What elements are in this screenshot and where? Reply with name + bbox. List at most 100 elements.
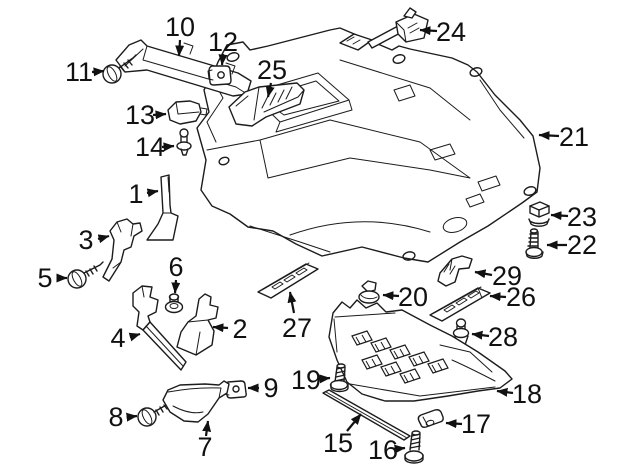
- callout-12[interactable]: 12: [208, 27, 238, 66]
- callout-4[interactable]: 4: [110, 323, 141, 353]
- callout-number-29[interactable]: 29: [492, 261, 522, 291]
- callout-number-20[interactable]: 20: [398, 282, 428, 312]
- part-16-bolt: [404, 430, 424, 464]
- part-1-bracket: [146, 174, 179, 241]
- callout-number-8[interactable]: 8: [108, 402, 123, 432]
- callout-number-7[interactable]: 7: [197, 432, 212, 462]
- part-5-screw: [67, 261, 104, 289]
- callout-arrow-17: [445, 419, 463, 429]
- callout-8[interactable]: 8: [108, 402, 138, 432]
- callout-arrow-2: [212, 323, 229, 333]
- part-7-deflector: [162, 380, 230, 423]
- part-23-nut: [528, 201, 550, 227]
- callout-number-19[interactable]: 19: [291, 365, 321, 395]
- callout-arrow-11: [91, 67, 105, 77]
- callout-arrow-13: [152, 110, 167, 120]
- callout-number-1[interactable]: 1: [128, 179, 143, 209]
- callout-arrow-27: [287, 291, 297, 314]
- callout-number-6[interactable]: 6: [168, 252, 183, 282]
- callout-arrow-14: [161, 142, 175, 152]
- callout-number-21[interactable]: 21: [559, 122, 589, 152]
- callout-5[interactable]: 5: [37, 263, 68, 293]
- part-8-screw: [137, 400, 172, 427]
- part-6-grommet: [164, 293, 184, 314]
- callout-arrow-10: [175, 39, 185, 57]
- callout-3[interactable]: 3: [78, 225, 110, 255]
- part-3-bracket: [102, 218, 143, 282]
- callout-arrow-8: [126, 412, 138, 422]
- callout-6[interactable]: 6: [168, 252, 184, 294]
- callout-25[interactable]: 25: [257, 55, 287, 98]
- callout-27[interactable]: 27: [282, 291, 312, 343]
- callout-arrow-26: [489, 292, 507, 302]
- callout-number-9[interactable]: 9: [263, 373, 278, 403]
- callout-number-11[interactable]: 11: [65, 57, 93, 87]
- callout-17[interactable]: 17: [445, 409, 491, 439]
- callout-arrow-7: [202, 420, 212, 437]
- part-11-screw: [102, 54, 137, 84]
- callout-number-14[interactable]: 14: [135, 132, 165, 162]
- callout-2[interactable]: 2: [212, 314, 248, 344]
- callout-1[interactable]: 1: [128, 179, 159, 209]
- part-29-bracket: [437, 255, 473, 287]
- callout-9[interactable]: 9: [247, 373, 279, 403]
- part-20-clip-nut: [358, 280, 380, 304]
- callout-11[interactable]: 11: [65, 57, 105, 87]
- callout-number-28[interactable]: 28: [488, 322, 518, 352]
- callout-number-12[interactable]: 12: [208, 27, 238, 57]
- part-21-main-shield: [196, 27, 541, 263]
- part-15-strip: [322, 389, 411, 441]
- callout-number-10[interactable]: 10: [165, 12, 195, 42]
- callout-number-26[interactable]: 26: [506, 282, 536, 312]
- callout-number-27[interactable]: 27: [282, 313, 312, 343]
- callout-number-22[interactable]: 22: [567, 230, 597, 260]
- callout-18[interactable]: 18: [496, 379, 542, 409]
- callout-20[interactable]: 20: [382, 282, 428, 312]
- callout-14[interactable]: 14: [135, 132, 175, 162]
- callout-19[interactable]: 19: [291, 365, 331, 395]
- callout-22[interactable]: 22: [546, 230, 597, 260]
- callout-arrow-12: [218, 53, 228, 66]
- callout-23[interactable]: 23: [550, 202, 597, 232]
- part-14-push-pin: [176, 128, 192, 156]
- callout-number-18[interactable]: 18: [512, 379, 542, 409]
- callout-number-15[interactable]: 15: [323, 428, 353, 458]
- part-18-lower-shield: [328, 299, 513, 402]
- callout-13[interactable]: 13: [125, 100, 167, 130]
- callout-number-3[interactable]: 3: [78, 225, 93, 255]
- callout-number-2[interactable]: 2: [232, 314, 247, 344]
- part-24-bracket: [339, 7, 429, 51]
- part-17-clip: [417, 409, 444, 428]
- callout-arrow-19: [317, 374, 331, 384]
- callout-15[interactable]: 15: [323, 413, 362, 458]
- callout-10[interactable]: 10: [165, 12, 195, 57]
- callout-arrow-4: [128, 332, 141, 342]
- callout-number-13[interactable]: 13: [125, 100, 155, 130]
- callout-number-24[interactable]: 24: [436, 17, 466, 47]
- callout-number-4[interactable]: 4: [110, 323, 125, 353]
- callout-arrow-23: [550, 211, 569, 221]
- callout-16[interactable]: 16: [368, 435, 406, 465]
- callout-arrow-29: [474, 269, 493, 279]
- part-2-bracket: [176, 293, 219, 356]
- callout-arrow-6: [171, 279, 181, 294]
- part-22-bolt: [525, 228, 544, 259]
- callout-24[interactable]: 24: [419, 17, 466, 47]
- callout-7[interactable]: 7: [197, 420, 213, 462]
- callout-number-16[interactable]: 16: [368, 435, 398, 465]
- callout-number-23[interactable]: 23: [567, 202, 597, 232]
- callout-26[interactable]: 26: [489, 282, 536, 312]
- callout-number-5[interactable]: 5: [37, 263, 52, 293]
- callout-29[interactable]: 29: [474, 261, 522, 291]
- callout-21[interactable]: 21: [538, 122, 589, 152]
- part-27-strip: [257, 262, 319, 299]
- callout-arrow-1: [146, 188, 159, 198]
- callout-number-25[interactable]: 25: [257, 55, 287, 85]
- callout-number-17[interactable]: 17: [461, 409, 491, 439]
- part-13-bracket: [167, 100, 208, 125]
- callout-28[interactable]: 28: [471, 322, 518, 352]
- part-26-strip: [429, 286, 491, 322]
- callout-arrow-16: [394, 444, 406, 454]
